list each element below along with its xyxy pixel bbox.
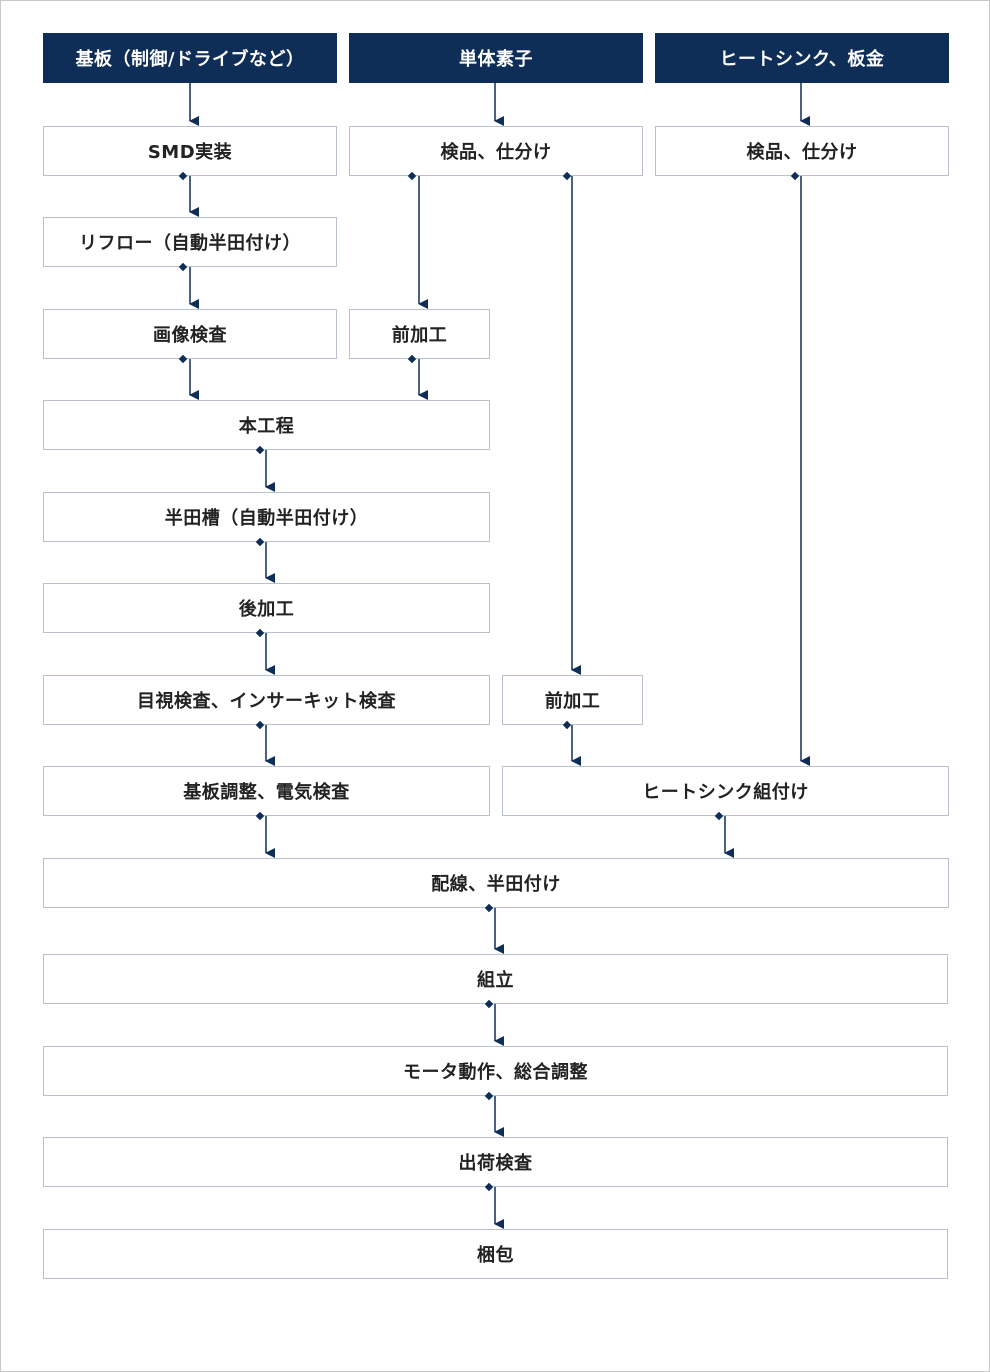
arrow-image-to-main-dot (178, 354, 188, 364)
step-visual-inspection: 目視検査、インサーキット検査 (43, 675, 490, 725)
header-board: 基板（制御/ドライブなど） (43, 33, 337, 83)
step-board-adjust: 基板調整、電気検査 (43, 766, 490, 816)
arrow-wiring-to-assembly-dot (484, 903, 494, 913)
arrow-heatsink-assembly-to-wiring-dot (714, 811, 724, 821)
arrow-visual-to-board-adjust-dot (255, 720, 265, 730)
step-pre-process-1: 前加工 (349, 309, 490, 359)
step-inspect-sort-element: 検品、仕分け (349, 126, 643, 176)
arrow-motor-to-shipping-dot (484, 1091, 494, 1101)
arrow-inspect-to-preprocess1-dot (407, 171, 417, 181)
step-pre-process-2: 前加工 (502, 675, 643, 725)
arrow-shipping-to-packing-dot (484, 1182, 494, 1192)
arrow-assembly-to-motor-dot (484, 999, 494, 1009)
step-smd: SMD実装 (43, 126, 337, 176)
step-packing: 梱包 (43, 1229, 948, 1279)
arrow-heatsink-inspect-to-assembly-dot (790, 171, 800, 181)
step-solder-bath: 半田槽（自動半田付け） (43, 492, 490, 542)
step-wiring: 配線、半田付け (43, 858, 949, 908)
arrow-reflow-to-image-dot (178, 262, 188, 272)
step-shipping-inspection: 出荷検査 (43, 1137, 948, 1187)
header-heatsink: ヒートシンク、板金 (655, 33, 949, 83)
arrow-smd-to-reflow-dot (178, 171, 188, 181)
arrow-preprocess1-to-main-dot (407, 354, 417, 364)
arrow-post-to-visual-dot (255, 628, 265, 638)
step-motor-test: モータ動作、総合調整 (43, 1046, 948, 1096)
arrow-board-adjust-to-wiring-dot (255, 811, 265, 821)
step-heatsink-assembly: ヒートシンク組付け (502, 766, 949, 816)
header-single-element: 単体素子 (349, 33, 643, 83)
step-reflow: リフロー（自動半田付け） (43, 217, 337, 267)
arrow-preprocess2-to-heatsink-assembly-dot (562, 720, 572, 730)
step-post-process: 後加工 (43, 583, 490, 633)
step-assembly: 組立 (43, 954, 948, 1004)
step-main-process: 本工程 (43, 400, 490, 450)
arrow-inspect-to-preprocess2-dot (562, 171, 572, 181)
arrow-solder-to-post-dot (255, 537, 265, 547)
step-image-inspection: 画像検査 (43, 309, 337, 359)
arrow-main-to-solder-dot (255, 445, 265, 455)
step-inspect-sort-heatsink: 検品、仕分け (655, 126, 949, 176)
